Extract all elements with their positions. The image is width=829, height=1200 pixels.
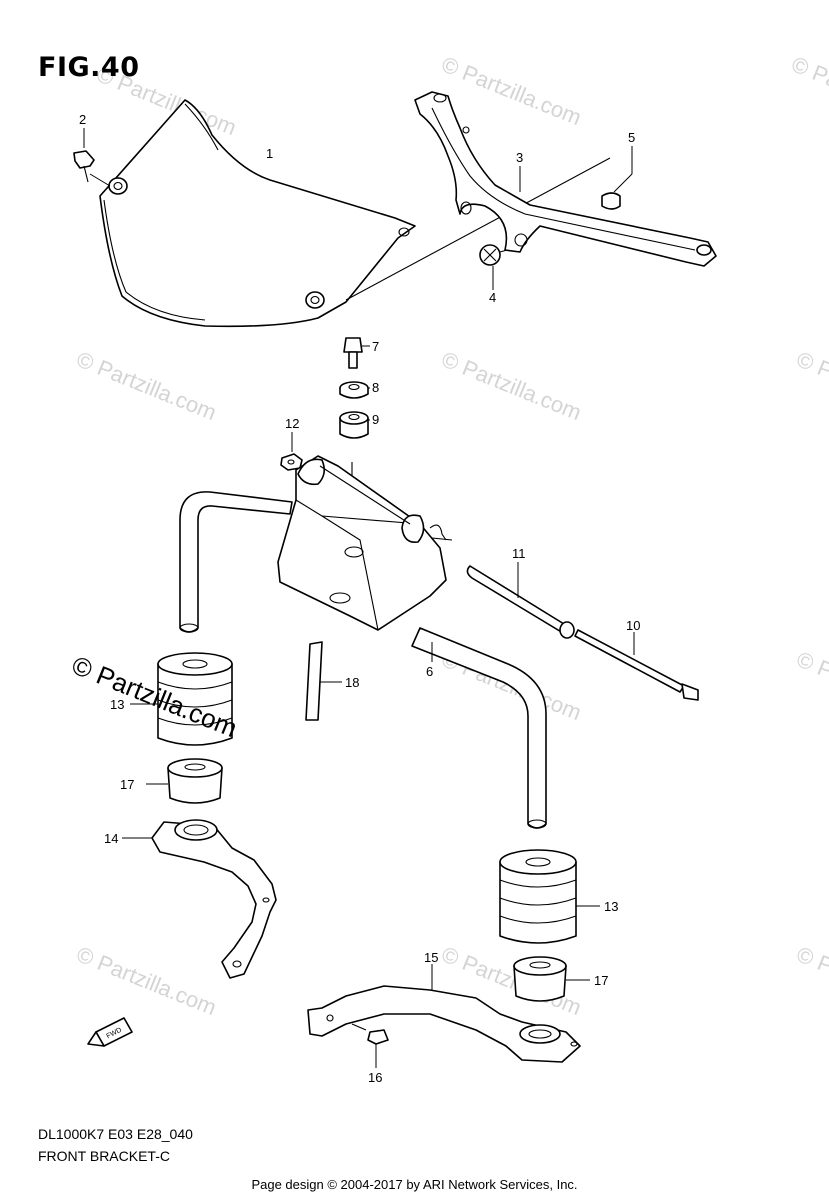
- part-15-bracket-right: [307, 964, 581, 1063]
- part-10-long-bolt: [574, 629, 699, 701]
- callout-4: 4: [489, 290, 496, 305]
- part-12-nut: [280, 432, 303, 471]
- watermark: © Partzilla.com: [438, 346, 585, 425]
- watermark: © Partzilla.com: [438, 51, 585, 130]
- part-18-strip: [305, 641, 342, 721]
- callout-2: 2: [79, 112, 86, 127]
- part-3-frame-bracket: [414, 91, 717, 267]
- callout-18: 18: [345, 675, 359, 690]
- callout-17-left: 17: [120, 777, 134, 792]
- callout-13-left: 13: [110, 697, 124, 712]
- callout-3: 3: [516, 150, 523, 165]
- fwd-arrow-icon: FWD: [87, 1017, 133, 1047]
- part-9-cushion: [339, 411, 370, 439]
- callout-14: 14: [104, 831, 118, 846]
- part-8-collar: [339, 381, 370, 399]
- part-4-screw: [479, 244, 508, 290]
- watermark: © Partzilla.com: [793, 646, 829, 725]
- part-6-front-bracket: [179, 455, 547, 829]
- part-13-mount-left: [130, 652, 233, 746]
- callout-5: 5: [628, 130, 635, 145]
- part-7-bolt: [343, 337, 370, 369]
- callout-15: 15: [424, 950, 438, 965]
- figure-code: DL1000K7 E03 E28_040: [38, 1126, 193, 1142]
- watermark: © Partzilla.com: [73, 346, 220, 425]
- callout-9: 9: [372, 412, 379, 427]
- part-11-collar-tube: [466, 562, 575, 639]
- callout-17-right: 17: [594, 973, 608, 988]
- figure-title: FIG.40: [38, 52, 140, 83]
- part-5-cap: [601, 146, 633, 210]
- callout-16: 16: [368, 1070, 382, 1085]
- part-17-rubber-left: [146, 758, 223, 804]
- callout-12: 12: [285, 416, 299, 431]
- part-16-bolt: [351, 1023, 389, 1068]
- part-13-mount-right: [499, 849, 600, 944]
- part-1-cover: [99, 99, 611, 328]
- figure-name: FRONT BRACKET-C: [38, 1148, 170, 1164]
- part-17-rubber-right: [513, 956, 590, 1002]
- callout-labels: 1 2 3 4 5 7 8 9 12 11 10 6 18 13 17 14 1…: [79, 112, 640, 1085]
- watermark: © Partzilla.com: [788, 51, 829, 130]
- watermark: © Partzilla.com: [793, 346, 829, 425]
- callout-10: 10: [626, 618, 640, 633]
- callout-6: 6: [426, 664, 433, 679]
- callout-8: 8: [372, 380, 379, 395]
- callout-7: 7: [372, 339, 379, 354]
- callout-1: 1: [266, 146, 273, 161]
- watermark: © Partzilla.com: [793, 941, 829, 1020]
- part-2-clip: [73, 128, 111, 187]
- part-14-bracket-left: [122, 819, 277, 979]
- watermark: © Partzilla.com: [73, 941, 220, 1020]
- callout-13-right: 13: [604, 899, 618, 914]
- page-credit: Page design © 2004-2017 by ARI Network S…: [251, 1177, 578, 1192]
- callout-11: 11: [512, 546, 526, 561]
